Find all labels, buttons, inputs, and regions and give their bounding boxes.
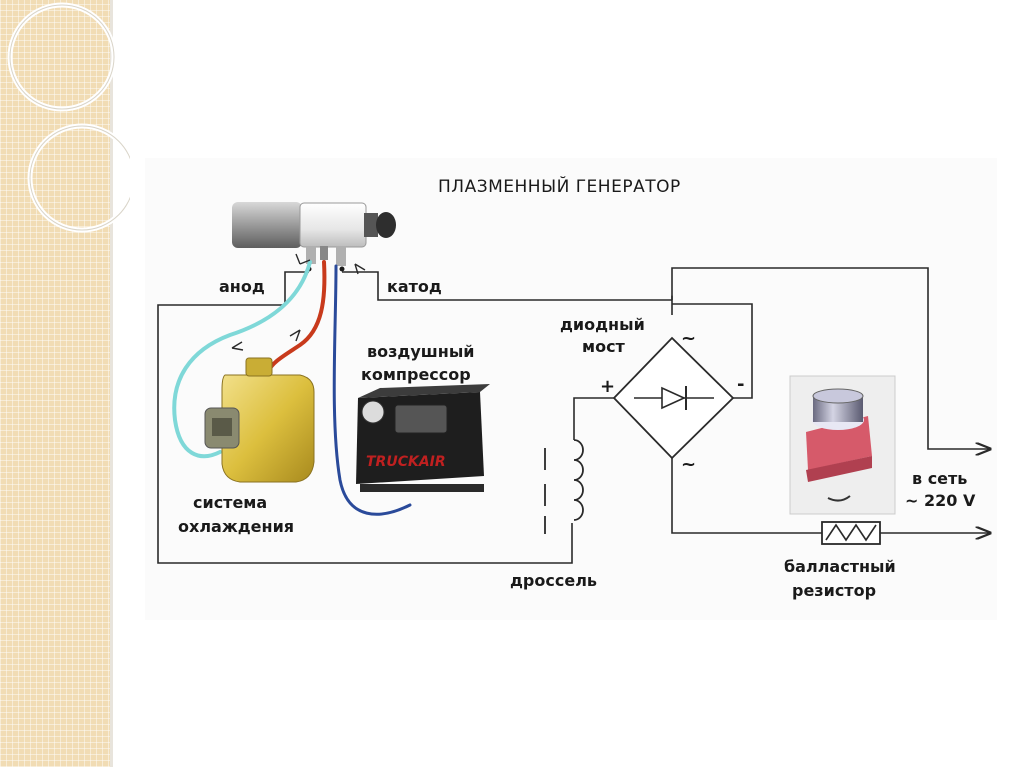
red-hose bbox=[266, 260, 327, 374]
ballast-resistor bbox=[821, 521, 881, 545]
diagram-title: ПЛАЗМЕННЫЙ ГЕНЕРАТОР bbox=[438, 175, 681, 197]
blue-hose bbox=[332, 264, 412, 516]
choke-inductor bbox=[544, 439, 584, 534]
strip-divider bbox=[110, 0, 113, 767]
circuit-wires bbox=[157, 267, 990, 564]
compressor-label-line2: компрессор bbox=[361, 365, 471, 384]
diode-bridge-label-line1: диодный bbox=[560, 315, 645, 334]
cathode-terminal bbox=[339, 266, 345, 272]
ac-top-sign: ~ bbox=[681, 328, 696, 349]
resistor-label-line1: балластный bbox=[784, 557, 896, 576]
choke-label: дроссель bbox=[510, 571, 597, 590]
ac-bottom-sign: ~ bbox=[681, 454, 696, 475]
cooling-label-line1: система bbox=[193, 493, 267, 512]
cooling-hose bbox=[172, 260, 312, 459]
flow-arrows bbox=[231, 253, 366, 351]
compressor-brand: TRUCKAIR bbox=[366, 454, 446, 470]
mains-label-line1: в сеть bbox=[912, 469, 967, 488]
mains-label-line2: ~ 220 V bbox=[905, 491, 976, 510]
diode-bridge bbox=[612, 336, 735, 460]
decorative-rings bbox=[7, 2, 130, 233]
load-photo bbox=[789, 375, 896, 515]
diode-bridge-label-line2: мост bbox=[582, 337, 626, 356]
cooling-label-line2: охлаждения bbox=[178, 517, 294, 536]
plasma-torch bbox=[232, 202, 396, 266]
hoses bbox=[172, 260, 412, 516]
minus-sign: - bbox=[737, 374, 744, 395]
compressor-label-line1: воздушный bbox=[367, 342, 475, 361]
resistor-label-line2: резистор bbox=[792, 581, 876, 600]
cathode-label: катод bbox=[387, 277, 442, 296]
air-compressor: TRUCKAIR bbox=[356, 384, 490, 492]
plus-sign: + bbox=[600, 376, 615, 397]
cooling-canister bbox=[204, 357, 315, 483]
anode-label: анод bbox=[219, 277, 265, 296]
